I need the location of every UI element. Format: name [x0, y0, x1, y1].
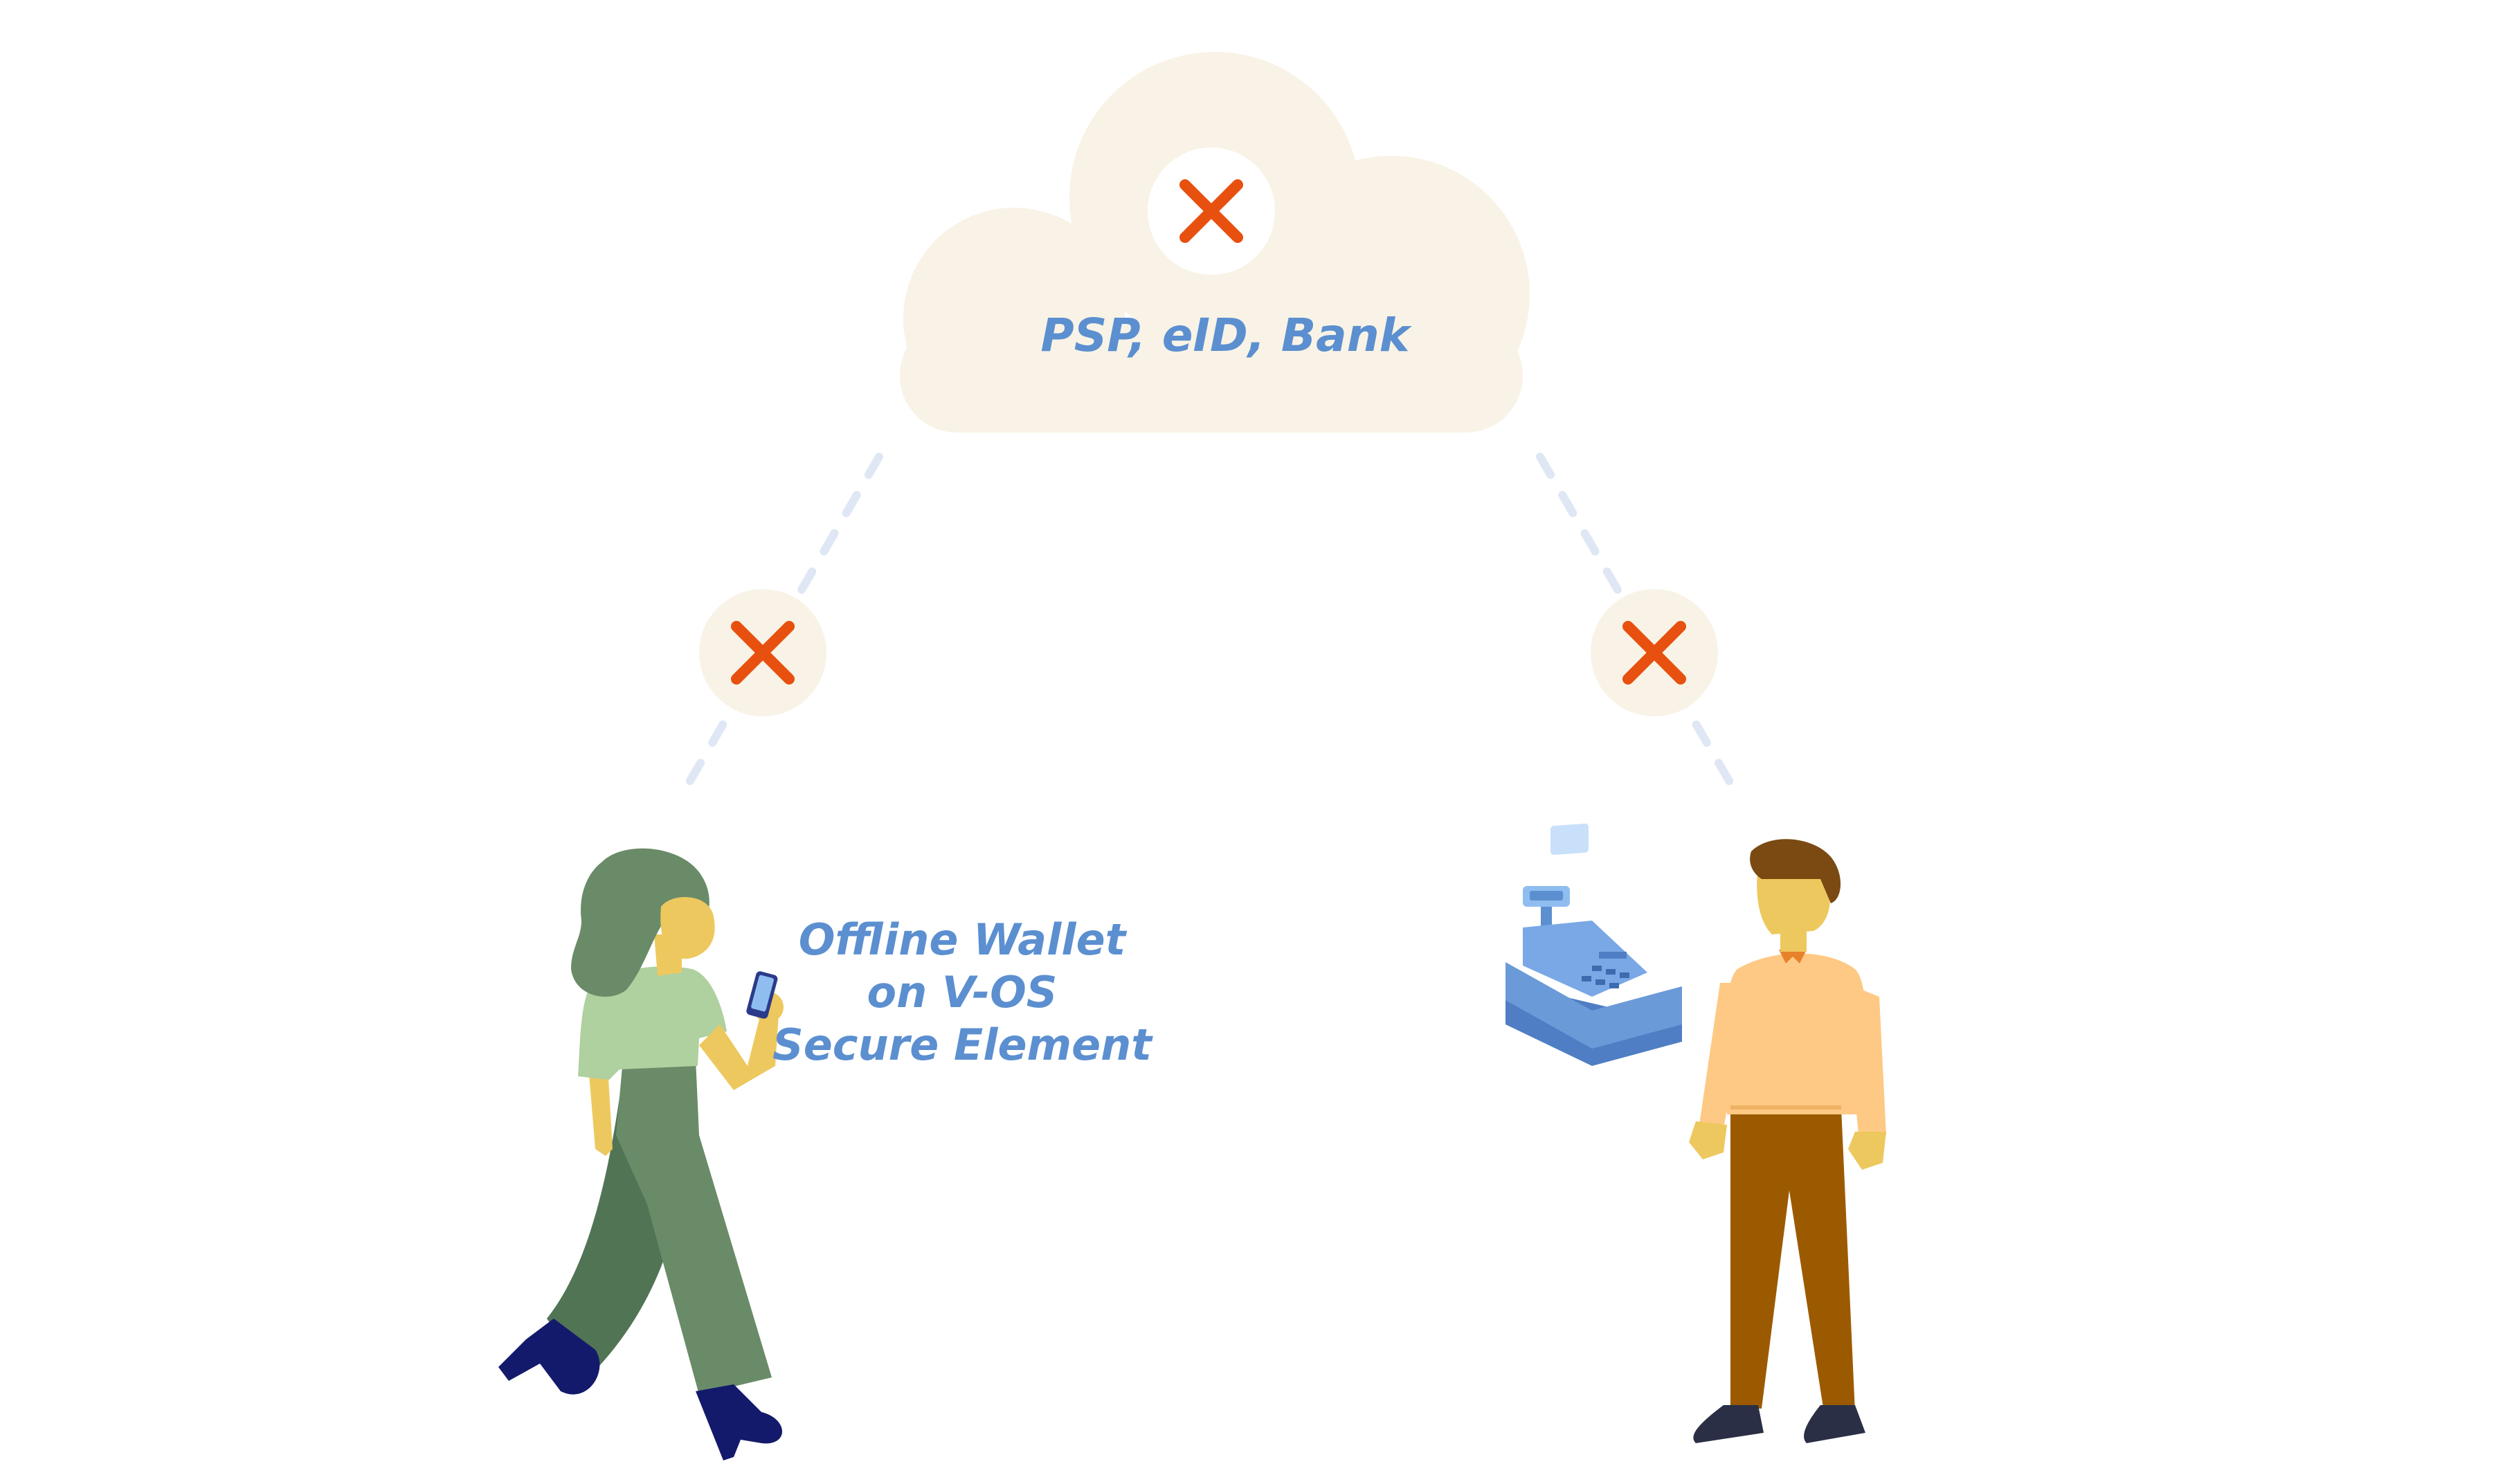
cash-register-icon: [1505, 823, 1682, 1066]
wallet-label-line-2: on V-OS: [867, 967, 1058, 1017]
wallet-label-line-1: Offline Wallet: [798, 914, 1126, 965]
customer-link-x-icon: [699, 589, 826, 716]
cloud-x-icon: [1148, 147, 1275, 275]
cloud-label: PSP, eID, Bank: [1040, 309, 1410, 362]
customer-figure: [498, 848, 784, 1460]
phone-icon: [746, 971, 778, 1019]
merchant-link-x-icon: [1591, 589, 1718, 716]
wallet-label-line-3: Secure Element: [772, 1020, 1152, 1070]
wallet-label: Offline Wallet on V-OS Secure Element: [720, 914, 1204, 1071]
merchant-figure: [1689, 839, 1886, 1443]
